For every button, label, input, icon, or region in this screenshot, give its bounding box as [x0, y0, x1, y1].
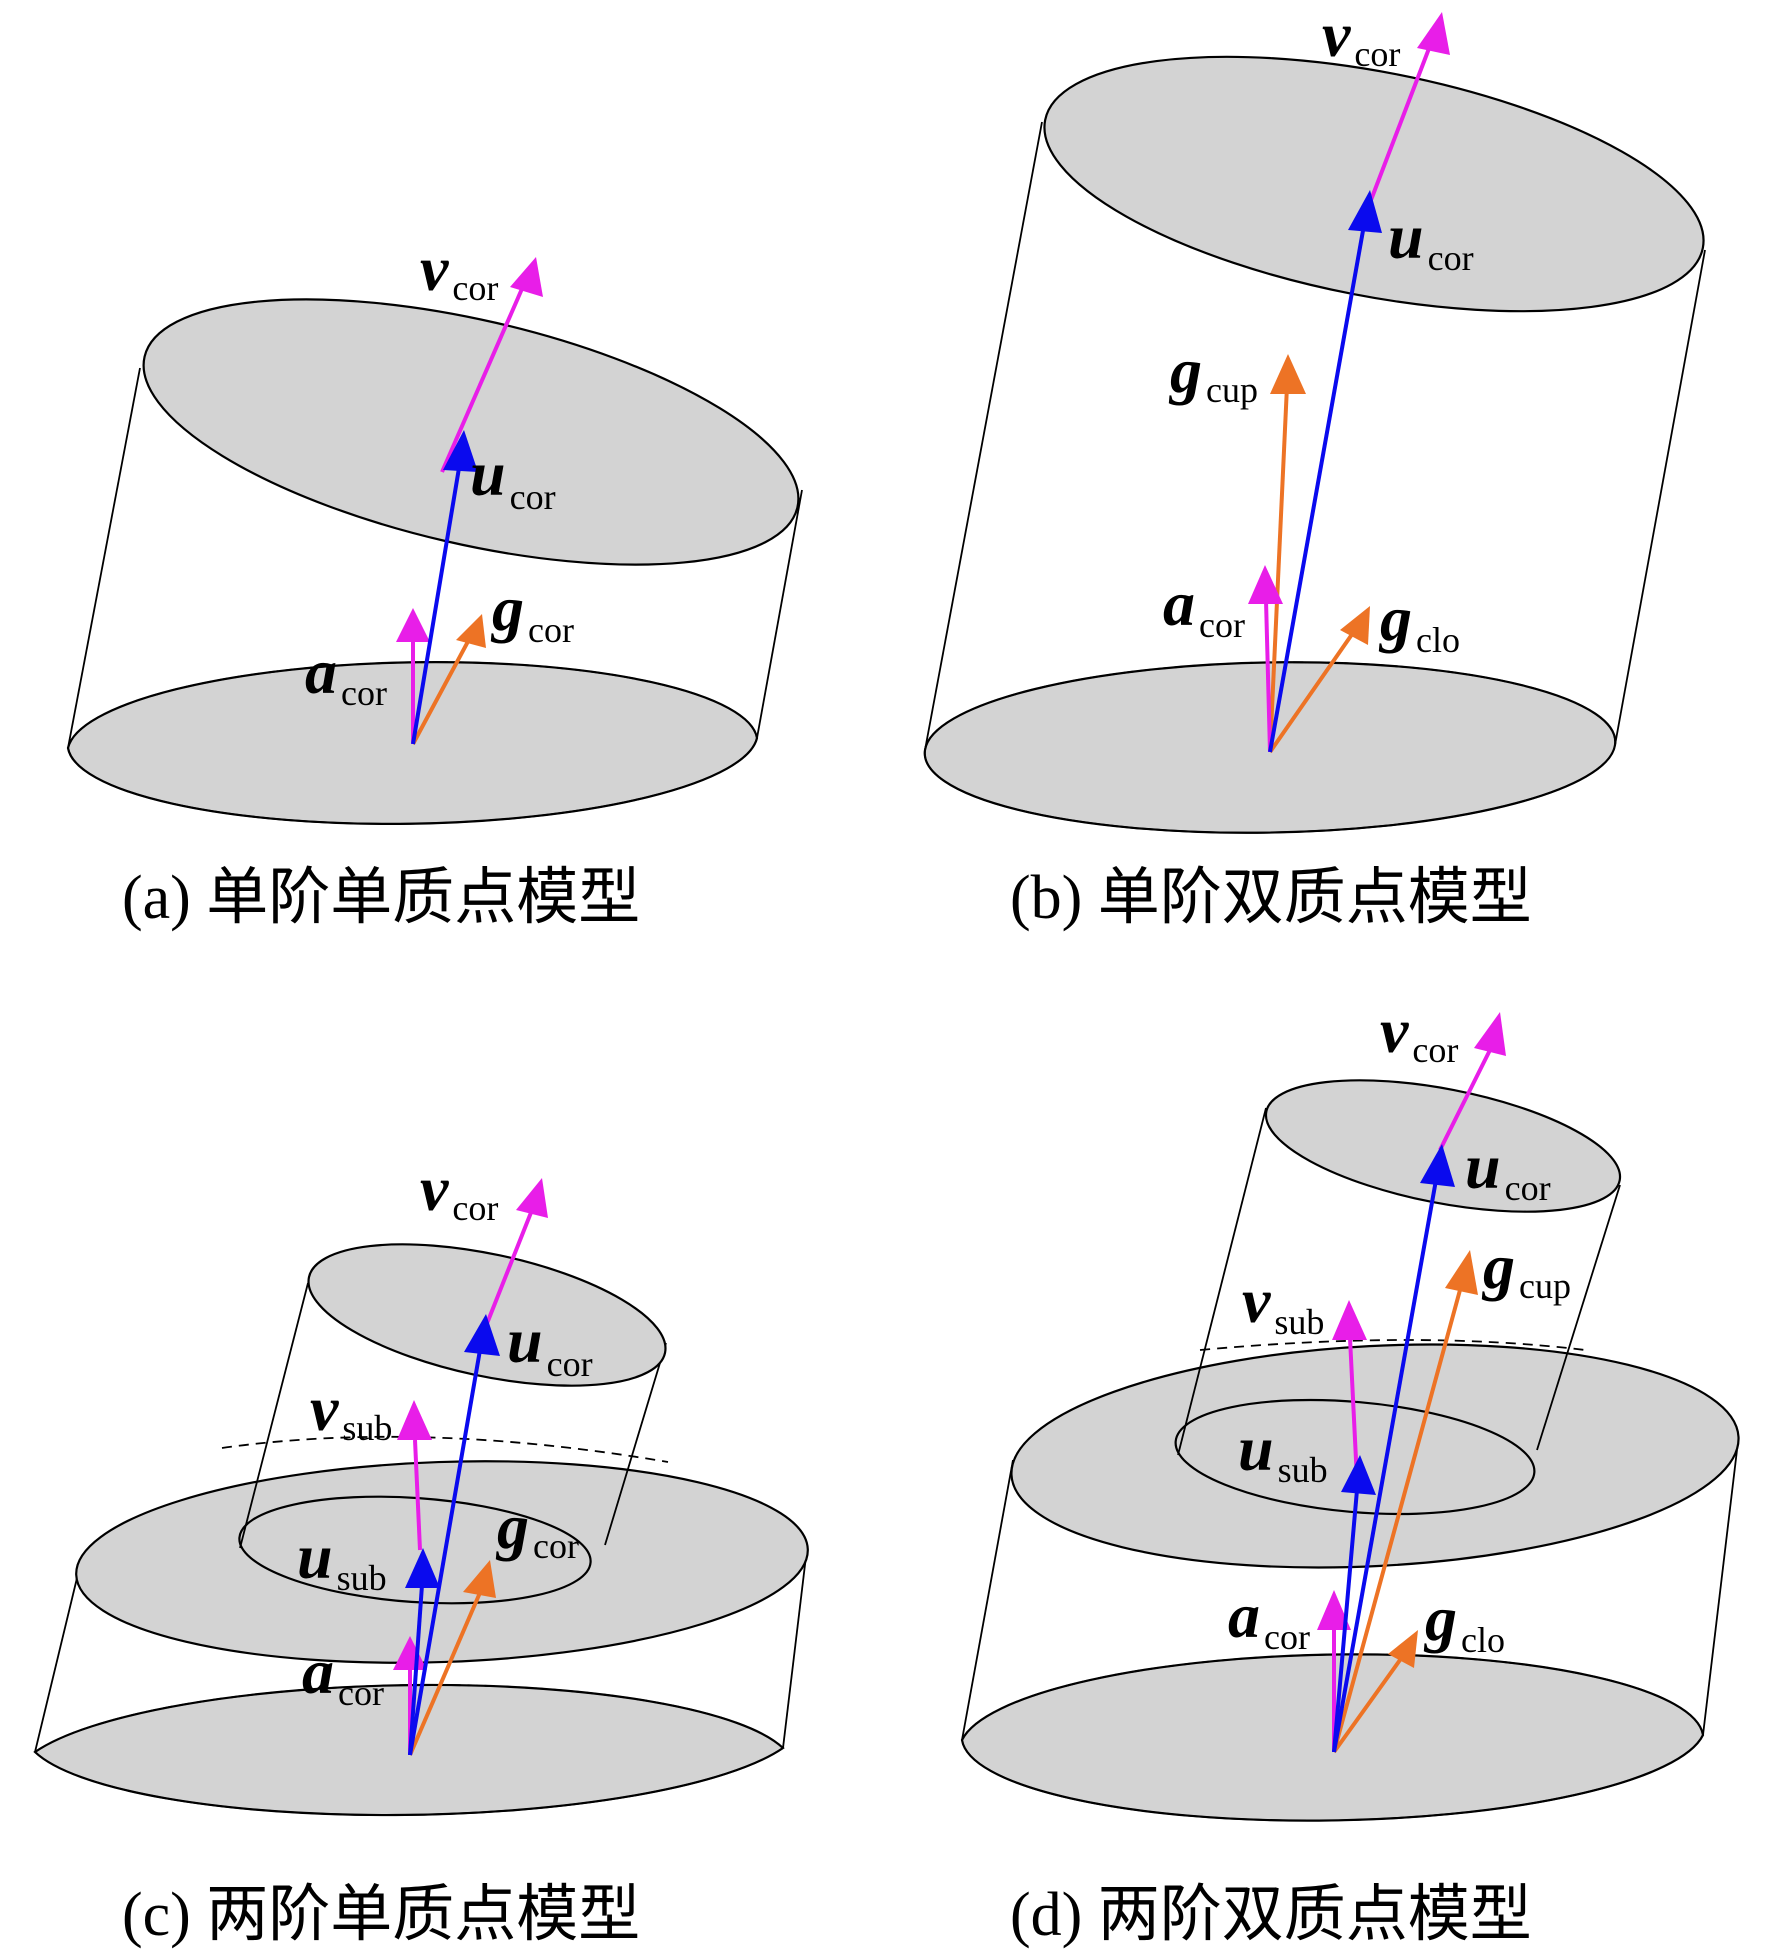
panel-d-u-cor-arrowhead: [1420, 1144, 1455, 1187]
panel-a-left-side: [67, 367, 141, 749]
panel-d-g-clo-arrow: [1332, 1658, 1402, 1754]
panel-d-g-cup-arrowhead: [1445, 1250, 1478, 1295]
panel-b-right-side: [1614, 249, 1706, 746]
panel-c-caption: (c) 两阶单质点模型: [122, 1881, 640, 1949]
panel-b-a-cor-arrow: [1264, 599, 1272, 753]
panel-d-upper-right-side: [1536, 1184, 1621, 1451]
panel-c-upper-back-hidden: [221, 1435, 669, 1463]
panel-c-u-cor-arrow: [408, 1349, 482, 1756]
panel-c-outer-right-side: [782, 1547, 808, 1749]
panel-d-v-cor-arrow: [1438, 1049, 1492, 1151]
panel-d-a-cor-arrowhead: [1317, 1590, 1351, 1630]
panel-d-v-sub-arrowhead: [1332, 1300, 1367, 1340]
panel-b-g-cup-arrowhead: [1270, 354, 1306, 394]
panel-c-upper-top-disc: [307, 1243, 667, 1387]
panel-d-u-sub-arrowhead: [1341, 1455, 1376, 1495]
panel-b-bottom-back-edge: [924, 661, 1617, 751]
panel-d-u-sub-arrow: [1332, 1489, 1359, 1753]
panel-c-u-sub-arrowhead: [405, 1548, 440, 1588]
panel-a-u-cor-arrow: [411, 461, 462, 745]
panel-d-g-cup-arrow: [1332, 1289, 1462, 1753]
panel-a-a-cor-arrowhead: [396, 608, 430, 642]
panel-c-v-sub-arrow: [413, 1439, 422, 1551]
panel-b-left-side: [924, 121, 1043, 751]
panel-a-right-side: [756, 489, 803, 739]
panel-c-g-cor-arrow: [408, 1587, 484, 1756]
panel-a-bottom-back-edge: [67, 661, 758, 749]
panel-b-caption: (b) 单阶双质点模型: [1010, 864, 1532, 932]
panel-a-u-cor-arrowhead: [443, 430, 478, 472]
panel-d-u-cor-arrow: [1332, 1179, 1438, 1753]
panel-c-upper-right-side: [604, 1342, 667, 1546]
panel-b-u-cor-arrowhead: [1348, 190, 1382, 233]
panel-d-v-cor-arrowhead: [1474, 1012, 1506, 1056]
panel-a-caption: (a) 单阶单质点模型: [122, 864, 640, 932]
panel-d-bottom-front-edge: [961, 1734, 1704, 1822]
panel-c-upper-left-side: [239, 1282, 309, 1549]
panel-d-g-clo-arrowhead: [1388, 1630, 1418, 1668]
panel-b-g-clo-arrow: [1268, 628, 1357, 754]
panel-d-arrows: [1317, 1012, 1506, 1754]
panel-a-v-cor-arrow: [440, 274, 530, 473]
panel-c-u-sub-arrow: [408, 1584, 424, 1756]
panel-c-v-cor-arrowhead: [516, 1178, 548, 1218]
panel-c-v-sub-arrowhead: [397, 1400, 432, 1440]
panel-a-v-cor-arrowhead: [510, 257, 543, 297]
panel-c-g-cor-arrowhead: [463, 1560, 496, 1598]
panel-b-v-cor-arrowhead: [1417, 12, 1450, 55]
panel-a-bottom-front-edge: [67, 737, 758, 825]
panel-b-a-cor-arrowhead: [1248, 565, 1283, 604]
panel-a-arrows: [396, 257, 543, 745]
panel-b-bottom-front-edge: [923, 744, 1616, 834]
panel-a-g-cor-arrowhead: [456, 614, 486, 648]
panel-c-arrows: [393, 1178, 548, 1756]
panel-d-upper-left-side: [1177, 1107, 1267, 1456]
panel-c-outer-left-side: [34, 1577, 78, 1753]
panel-b-u-cor-arrow: [1268, 224, 1366, 753]
panel-d-outer-left-side: [961, 1459, 1014, 1741]
panel-a-g-cor-arrow: [411, 633, 474, 745]
panel-d-bottom-back-edge: [961, 1653, 1704, 1741]
panel-c-v-cor-arrow: [484, 1209, 534, 1327]
panel-c-bottom-front-edge: [34, 1747, 784, 1816]
panel-d-caption: (d) 两阶双质点模型: [1010, 1881, 1532, 1949]
panel-b-g-cup-arrow: [1268, 385, 1289, 753]
panel-b-arrows: [1248, 12, 1450, 754]
panel-d-v-sub-arrow: [1348, 1337, 1359, 1481]
panel-d-outer-right-side: [1702, 1449, 1738, 1736]
panel-b-g-clo-arrowhead: [1340, 606, 1370, 645]
panel-c-u-cor-arrowhead: [464, 1314, 500, 1356]
panel-b-v-cor-arrow: [1369, 37, 1435, 201]
